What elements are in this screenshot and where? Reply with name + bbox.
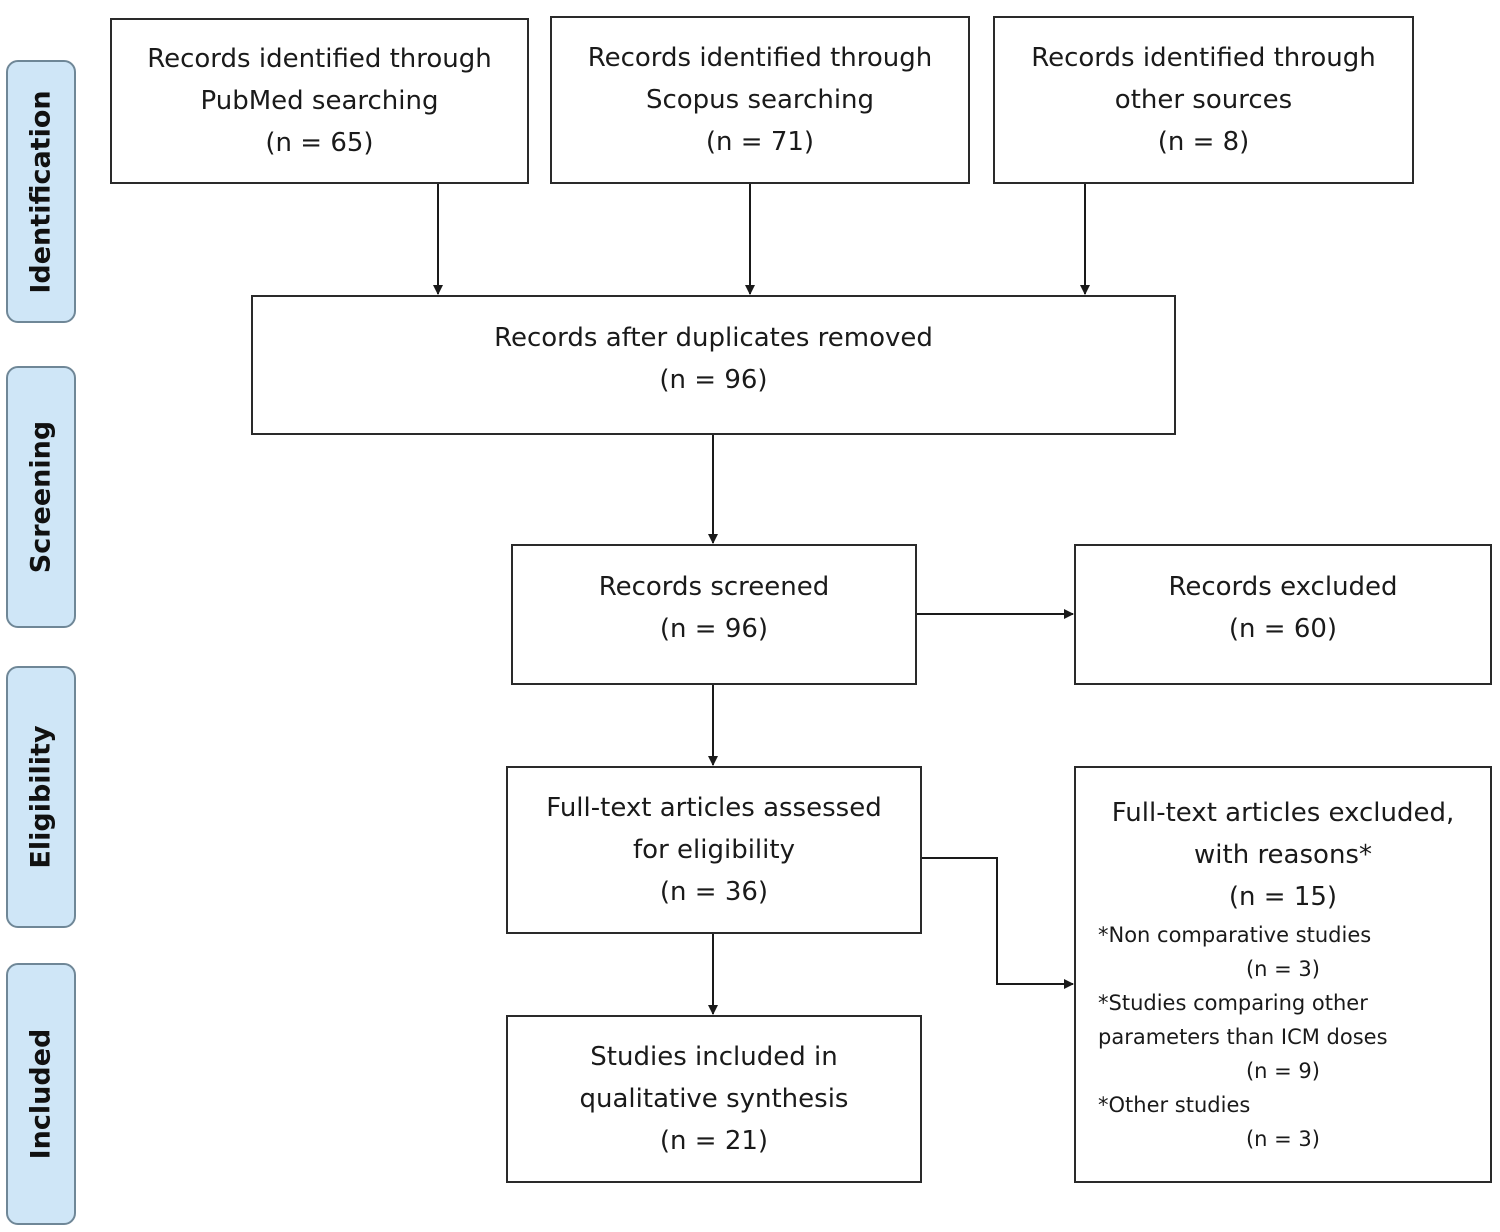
box-records-screened: Records screened (n = 96): [511, 544, 917, 685]
box-scopus-records: Records identified through Scopus search…: [550, 16, 970, 184]
box-records-excluded: Records excluded (n = 60): [1074, 544, 1492, 685]
phase-eligibility: Eligibility: [6, 666, 76, 928]
box-fulltext-assessed: Full-text articles assessed for eligibil…: [506, 766, 922, 934]
exclusion-reason-count: (n = 3): [1245, 1127, 1320, 1151]
arrow-fulltext-to-excluded: [921, 857, 1074, 989]
exclusion-reason: *Other studies: [1098, 1093, 1251, 1117]
exclusion-reason-count: (n = 9): [1245, 1059, 1320, 1083]
phase-included: Included: [6, 963, 76, 1225]
box-other-sources-records: Records identified through other sources…: [993, 16, 1414, 184]
box-duplicates-removed: Records after duplicates removed (n = 96…: [251, 295, 1176, 435]
box-studies-included: Studies included in qualitative synthesi…: [506, 1015, 922, 1183]
phase-identification: Identification: [6, 60, 76, 323]
exclusion-reason-count: (n = 3): [1245, 957, 1320, 981]
exclusion-reason: *Non comparative studies: [1098, 923, 1372, 947]
exclusion-reason-cont: parameters than ICM doses: [1098, 1025, 1388, 1049]
phase-screening: Screening: [6, 366, 76, 628]
box-fulltext-excluded: Full-text articles excluded, with reason…: [1074, 766, 1492, 1183]
exclusion-reason: *Studies comparing other: [1098, 991, 1368, 1015]
box-pubmed-records: Records identified through PubMed search…: [110, 18, 529, 184]
